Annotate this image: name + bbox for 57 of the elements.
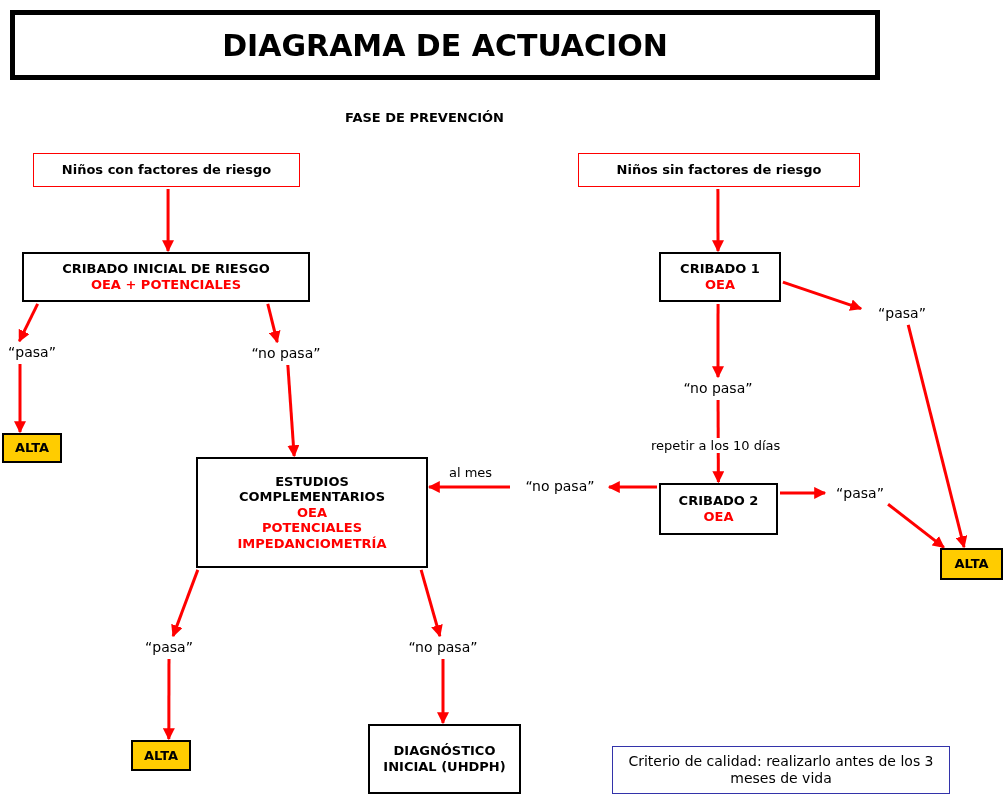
box-heading: CRIBADO INICIAL DE RIESGO [61, 261, 271, 277]
process-box [368, 724, 521, 794]
result-label: “no pasa” [236, 343, 336, 363]
arrow [171, 569, 200, 638]
result-label: “no pasa” [668, 378, 768, 398]
result-label: “pasa” [136, 637, 202, 657]
process-box [659, 252, 781, 302]
box-subtext: OEA [704, 277, 736, 293]
arrow [162, 189, 175, 253]
box-subtext: OEA [702, 509, 735, 525]
box-heading: DIAGNÓSTICO INICIAL (UHDPH) [382, 743, 507, 775]
outcome-box [131, 740, 191, 771]
arrow [906, 324, 968, 549]
arrow [887, 503, 945, 549]
arrow [782, 280, 863, 311]
arrow [18, 303, 39, 343]
arrow [286, 364, 300, 458]
process-box [196, 457, 428, 568]
box-heading: CRIBADO 1 [679, 261, 761, 277]
arrow [14, 364, 26, 434]
process-box [22, 252, 310, 302]
box-heading: ESTUDIOS COMPLEMENTARIOS [237, 473, 387, 505]
process-box [659, 483, 778, 535]
arrow [437, 659, 449, 725]
box-heading: ALTA [953, 556, 990, 572]
box-heading: ALTA [13, 440, 51, 456]
box-subtext: OEA + POTENCIALES [89, 277, 243, 293]
result-label: “no pasa” [398, 637, 488, 657]
start-box [578, 153, 860, 187]
arrow [712, 189, 724, 253]
arrow [607, 481, 657, 494]
box-subtext: POTENCIALES [260, 520, 364, 536]
box-subtext: OEA [296, 504, 328, 521]
edge-label: repetir a los 10 días [650, 438, 782, 453]
arrow [780, 486, 827, 499]
box-heading: Criterio de calidad: realizarlo antes de los 3 meses de vida [627, 753, 935, 787]
result-label: “pasa” [2, 342, 62, 362]
box-subtext: IMPEDANCIOMETRÍA [236, 535, 388, 552]
result-label: “pasa” [862, 303, 942, 323]
arrow [266, 303, 281, 344]
outcome-box [2, 433, 62, 463]
box-heading: Niños sin factores de riesgo [615, 162, 823, 178]
section-heading: FASE DE PREVENCIÓN [345, 110, 504, 125]
result-label: “pasa” [826, 483, 894, 503]
arrow [162, 659, 175, 741]
outcome-box [940, 548, 1003, 580]
start-box [33, 153, 300, 187]
arrow [712, 304, 724, 379]
result-label: “no pasa” [512, 476, 608, 496]
arrow [419, 569, 443, 638]
box-heading: ALTA [142, 747, 180, 764]
note-box [612, 746, 950, 794]
arrow [427, 481, 510, 493]
diagram-title: DIAGRAMA DE ACTUACION [10, 10, 880, 80]
box-heading: Niños con factores de riesgo [60, 162, 273, 178]
edge-label: al mes [448, 465, 494, 480]
box-heading: CRIBADO 2 [677, 493, 760, 509]
